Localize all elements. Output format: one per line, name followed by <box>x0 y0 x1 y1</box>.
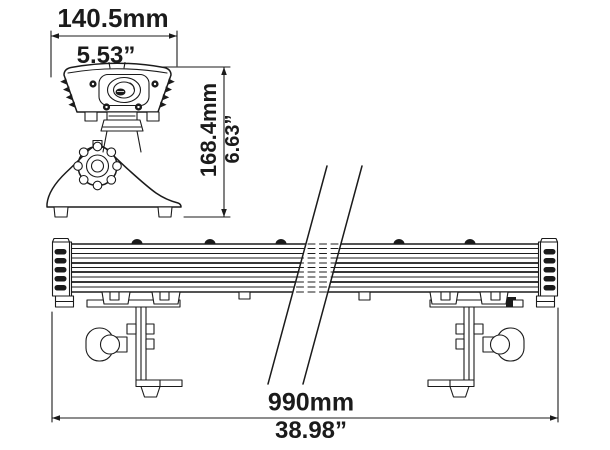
break-lines <box>267 165 363 385</box>
head-screws <box>89 80 159 111</box>
mounting-bracket-left <box>85 291 183 398</box>
lens <box>98 73 150 107</box>
mounting-bracket-right <box>427 291 525 398</box>
height-in-label: 6.63” <box>222 114 244 164</box>
left-end-cap <box>51 237 75 308</box>
head-hinge <box>84 111 160 153</box>
height-mm-label: 168.4mm <box>196 82 221 178</box>
dimension-height <box>159 66 231 218</box>
head-fins <box>60 78 175 108</box>
yoke-base <box>46 139 182 218</box>
width-in-label: 5.53” <box>76 42 136 69</box>
dimension-width <box>50 30 178 78</box>
dimension-length <box>51 307 559 423</box>
base-knob <box>73 139 122 191</box>
right-end-cap <box>535 237 559 308</box>
end-view <box>46 61 182 218</box>
length-in-label: 38.98” <box>274 417 348 444</box>
length-mm-label: 990mm <box>267 388 355 417</box>
width-mm-label: 140.5mm <box>57 3 169 33</box>
fixture-head <box>60 61 175 113</box>
dimension-lines <box>50 30 559 423</box>
